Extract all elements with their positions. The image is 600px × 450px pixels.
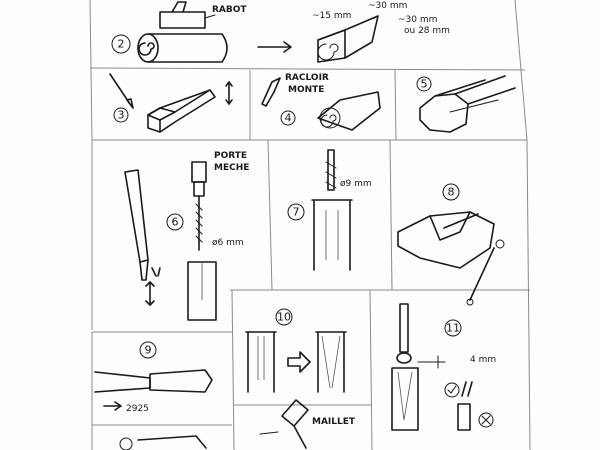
step-10-bore-compare: 10: [245, 308, 347, 393]
plane-icon: [159, 11, 206, 29]
step-2-number: 2: [118, 38, 125, 51]
step-8-vise: 8: [397, 183, 505, 306]
drill-bit-icon: [327, 149, 335, 191]
step-9-value: 2925: [126, 404, 149, 414]
drill-label-2: MECHE: [214, 163, 249, 173]
step-5-octagon: 5: [416, 75, 516, 133]
dim-c: ~30 mm: [398, 15, 437, 25]
dim-d: ou 28 mm: [404, 26, 450, 36]
bore-diameter: ø9 mm: [340, 179, 372, 189]
step-10-number: 10: [277, 311, 291, 324]
step-9-number: 9: [145, 344, 152, 357]
step-3-number: 3: [118, 109, 125, 122]
plane-label: RABOT: [212, 5, 247, 15]
gouge-icon: [124, 169, 149, 263]
step-11-number: 11: [446, 322, 460, 335]
check-icon: [444, 382, 460, 398]
knife-handle-icon: [149, 369, 213, 393]
step-7-boring: 7 ø9 mm: [287, 149, 372, 271]
step-5-number: 5: [421, 78, 428, 91]
knife-blade-icon: [94, 371, 151, 393]
drill-diameter: ø6 mm: [212, 238, 244, 248]
scraper-label-1: RACLOIR: [285, 73, 329, 83]
step-4-number: 4: [285, 112, 292, 125]
step-7-number: 7: [293, 206, 300, 219]
step-2-plane-blank: 2 RABOT ~15 mm ~30 mm ~30 mm ou 28 mm: [111, 1, 450, 63]
step-12-mallet: MAILLET: [259, 399, 356, 449]
depth-value: 4 mm: [470, 355, 496, 365]
right-arrow-icon: [103, 401, 122, 411]
dim-b: ~30 mm: [368, 1, 407, 11]
square-blank-icon: [317, 15, 379, 63]
drill-chuck-icon: [191, 161, 207, 183]
mallet-icon: [281, 399, 309, 427]
step-2-number-circle: [111, 34, 131, 54]
scraper-icon: [261, 77, 281, 107]
arrow-right-icon: [287, 351, 311, 373]
panel-grid: [89, 0, 531, 450]
step-8-number: 8: [448, 186, 455, 199]
drill-label-1: PORTE: [214, 151, 247, 161]
step-3-marking: 3: [109, 73, 233, 133]
step-4-scraper: RACLOIR MONTE 4: [261, 73, 381, 131]
step-6-number: 6: [172, 216, 179, 229]
vise-icon: [397, 211, 495, 269]
step-13-partial: [119, 435, 207, 450]
cross-icon: [478, 412, 494, 428]
scraper-label-2: MONTE: [288, 85, 324, 95]
step-9-knife: 9 2925: [94, 341, 213, 414]
dim-a: ~15 mm: [312, 11, 351, 21]
arrow-icon: [257, 41, 292, 53]
pencil-icon: [109, 73, 131, 105]
mallet-label: MAILLET: [312, 417, 356, 427]
step-6-drilling: 6 PORTE MECHE ø6 mm: [124, 151, 249, 321]
step-11-depth-check: 11 4 mm: [391, 303, 496, 431]
